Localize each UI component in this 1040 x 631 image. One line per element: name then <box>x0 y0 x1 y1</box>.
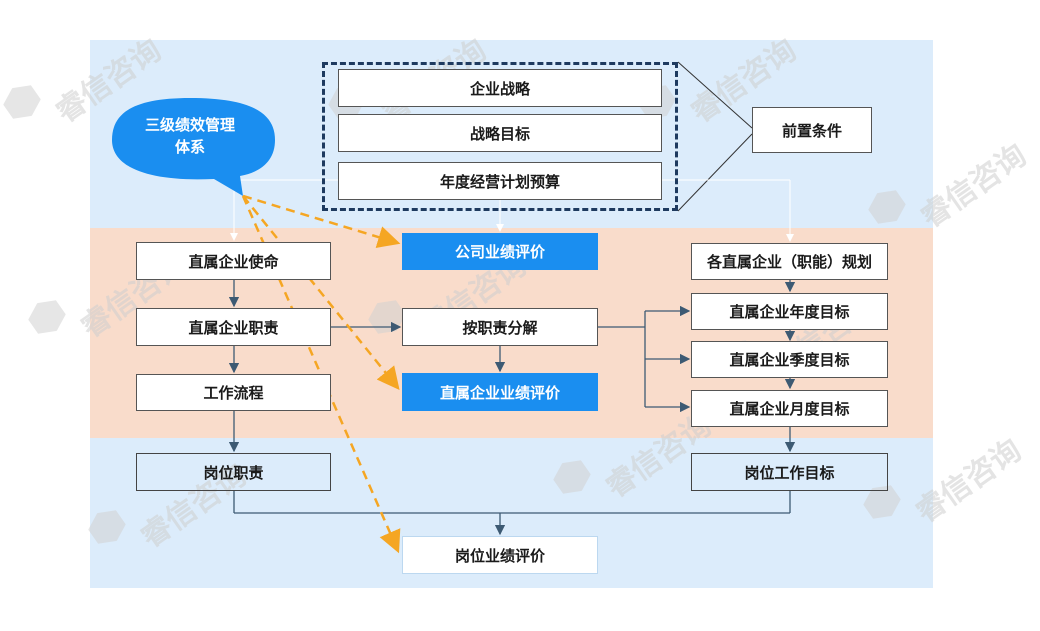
position-duty-box: 岗位职责 <box>136 453 331 491</box>
precondition-box: 前置条件 <box>752 107 872 153</box>
position-goal-box: 岗位工作目标 <box>691 453 888 491</box>
subsidiary-performance-eval-box: 直属企业业绩评价 <box>402 373 598 411</box>
subsidiary-annual-goal-box: 直属企业年度目标 <box>691 293 888 330</box>
strategy-box: 企业战略 <box>338 69 662 107</box>
precondition-frame <box>322 62 678 211</box>
callout-text: 三级绩效管理 体系 <box>120 114 260 158</box>
annual-plan-budget-box: 年度经营计划预算 <box>338 162 662 200</box>
callout-line2: 体系 <box>174 138 205 156</box>
subsidiary-planning-box: 各直属企业（职能）规划 <box>691 243 888 280</box>
subsidiary-quarterly-goal-box: 直属企业季度目标 <box>691 341 888 378</box>
strategy-goal-box: 战略目标 <box>338 114 662 152</box>
subsidiary-duty-box: 直属企业职责 <box>136 308 331 346</box>
subsidiary-monthly-goal-box: 直属企业月度目标 <box>691 390 888 427</box>
company-performance-eval-box: 公司业绩评价 <box>402 233 598 270</box>
position-performance-eval-box: 岗位业绩评价 <box>402 536 598 574</box>
subsidiary-mission-box: 直属企业使命 <box>136 242 331 280</box>
decompose-by-duty-box: 按职责分解 <box>402 308 598 346</box>
callout-line1: 三级绩效管理 <box>144 116 235 134</box>
workflow-box: 工作流程 <box>136 374 331 411</box>
